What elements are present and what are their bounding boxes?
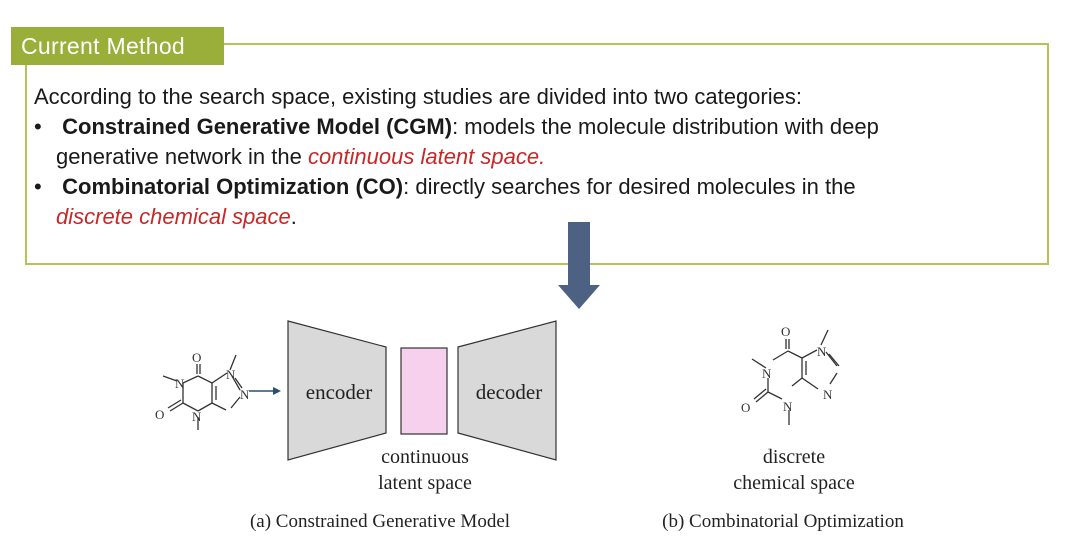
atom-label: O bbox=[155, 407, 164, 422]
atom-label: N bbox=[762, 366, 772, 381]
atom-label: N bbox=[783, 399, 793, 414]
section-tag: Current Method bbox=[11, 27, 224, 65]
highlight-text: discrete chemical space bbox=[56, 204, 291, 229]
atom-label: O bbox=[741, 400, 750, 415]
bullet-title: Constrained Generative Model (CGM) bbox=[62, 114, 453, 139]
latent-label-line1: continuous bbox=[381, 446, 469, 468]
bullet-end: . bbox=[290, 204, 297, 229]
intro-line: According to the search space, existing … bbox=[34, 84, 802, 109]
bullet-rest: : models the molecule distribution with … bbox=[452, 114, 879, 139]
highlight-text: continuous latent space. bbox=[307, 144, 546, 169]
decoder-label: decoder bbox=[475, 380, 543, 404]
bullet-dot: • bbox=[34, 174, 42, 199]
bullet-dot: • bbox=[34, 114, 42, 139]
atom-label: N bbox=[240, 387, 250, 402]
description-text: According to the search space, existing … bbox=[34, 82, 1034, 232]
atom-label: N bbox=[817, 344, 827, 359]
latent-space-block bbox=[400, 347, 448, 435]
molecule-left bbox=[162, 354, 243, 430]
atom-label: N bbox=[192, 409, 202, 424]
atom-label: O bbox=[781, 324, 790, 339]
bullet-cgm: • Constrained Generative Model (CGM): mo… bbox=[34, 112, 1034, 172]
discrete-label-line1: discrete bbox=[762, 446, 826, 468]
atom-label: N bbox=[823, 387, 833, 402]
caption-a: (a) Constrained Generative Model bbox=[249, 511, 511, 532]
caption-b: (b) Combinatorial Optimization bbox=[662, 511, 904, 532]
atom-label: N bbox=[175, 376, 185, 391]
atom-label: O bbox=[192, 350, 201, 365]
bullet-co: • Combinatorial Optimization (CO): direc… bbox=[34, 172, 1034, 232]
bullet-rest: : directly searches for desired molecule… bbox=[403, 174, 856, 199]
bullet-line2: generative network in the bbox=[56, 144, 308, 169]
discrete-label-line2: chemical space bbox=[733, 472, 855, 494]
latent-label-line2: latent space bbox=[378, 472, 472, 494]
atom-label: N bbox=[226, 367, 236, 382]
encoder-block bbox=[287, 320, 387, 461]
decoder-block bbox=[457, 320, 557, 461]
molecule-right bbox=[751, 329, 840, 425]
down-arrow-icon bbox=[558, 222, 600, 309]
bullet-title: Combinatorial Optimization (CO) bbox=[62, 174, 404, 199]
encoder-label: encoder bbox=[305, 380, 373, 404]
content-frame bbox=[25, 43, 1049, 265]
